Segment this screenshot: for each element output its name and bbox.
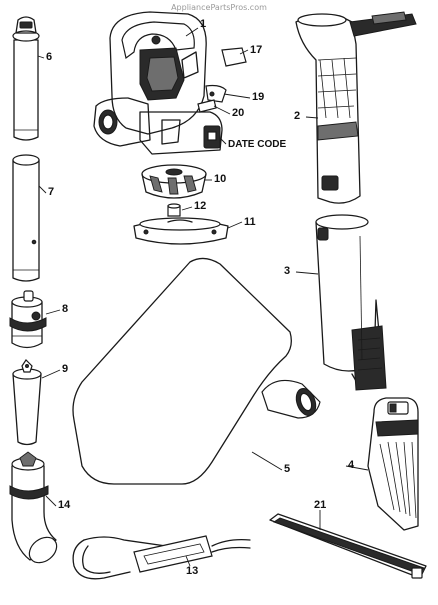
part-7-tube [12, 154, 40, 282]
part-11-fan-plate [133, 217, 229, 245]
callout-7: 7 [48, 186, 55, 198]
part-3-tube [315, 214, 387, 391]
callout-21: 21 [314, 499, 327, 511]
part-17-cover [221, 47, 247, 67]
date-code-label: DATE CODE [228, 139, 287, 150]
callout-4: 4 [348, 459, 355, 471]
part-13-strap [72, 535, 251, 580]
part-1-motor-housing [93, 11, 223, 155]
callout-12: 12 [194, 200, 207, 212]
callout-11: 11 [244, 216, 256, 228]
part-5-bag [72, 257, 321, 485]
callout-14: 14 [58, 499, 71, 511]
callout-1: 1 [200, 18, 207, 30]
part-6-tube [12, 16, 40, 141]
callout-13: 13 [186, 565, 199, 577]
part-14-elbow [9, 451, 58, 564]
part-19-20-switch [197, 84, 227, 113]
callout-20: 20 [232, 107, 245, 119]
callout-19: 19 [252, 91, 265, 103]
part-10-impeller [141, 164, 207, 199]
callout-6: 6 [46, 51, 53, 63]
part-12-nut [167, 203, 181, 217]
part-4-rake [367, 397, 419, 531]
part-2-housing [295, 11, 417, 204]
watermark: AppliancePartsPros.com [171, 3, 267, 12]
callout-5: 5 [284, 463, 291, 475]
callout-3: 3 [284, 265, 291, 277]
part-9-nozzle [12, 359, 42, 446]
callout-17: 17 [250, 44, 263, 56]
callout-2: 2 [294, 110, 301, 122]
part-8-collar [9, 290, 47, 349]
callout-8: 8 [62, 303, 69, 315]
leader-lines [37, 27, 369, 567]
callout-10: 10 [214, 173, 227, 185]
callout-9: 9 [62, 363, 69, 375]
part-21-bar [269, 513, 427, 579]
